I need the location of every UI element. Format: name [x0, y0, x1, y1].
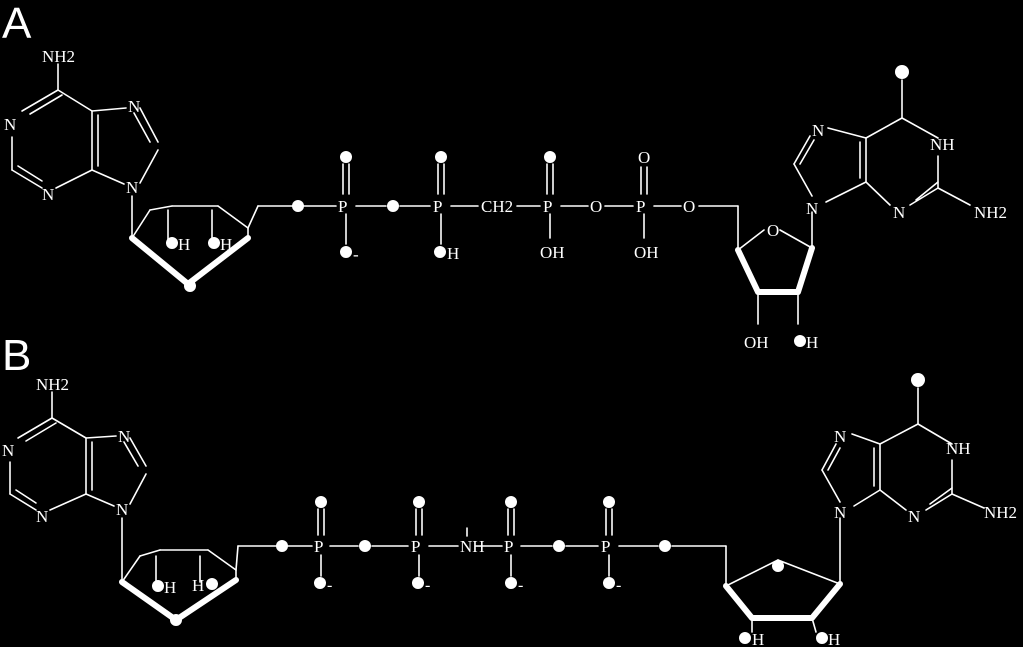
adenine-a-n3: N [42, 185, 54, 204]
phosphorus-a2: P [433, 197, 442, 216]
ribose-b1-oh1: H [164, 578, 176, 597]
imido-nitrogen: NH [460, 537, 485, 556]
ribose-b1: H H [119, 517, 277, 626]
adenine-a-n7: N [128, 97, 140, 116]
bridge-oxygen-a2: O [683, 197, 695, 216]
adenine-b-amino: NH2 [36, 375, 69, 394]
phosphate-b3-charge: - [518, 577, 523, 594]
guanine-b-n3: N [908, 507, 920, 526]
guanine-a-amino: NH2 [974, 203, 1007, 222]
phosphorus-b2: P [411, 537, 420, 556]
phosphate-a4-oxo: O [638, 148, 650, 167]
phosphate-b2-charge: - [425, 577, 430, 594]
adenine-a: NH2 N N N N [4, 47, 159, 204]
bridge-oxygen-a1: O [590, 197, 602, 216]
adenine-b-n3: N [36, 507, 48, 526]
adenine-a-amino: NH2 [42, 47, 75, 66]
adenine-a-n1: N [4, 115, 16, 134]
panel-b-label: B [2, 331, 31, 380]
phosphorus-a1: P [338, 197, 347, 216]
guanine-b-n7: N [834, 427, 846, 446]
guanine-b: N NH N N NH2 [821, 373, 1017, 526]
ribose-a1-oh1: H [178, 235, 190, 254]
ribose-b2: H H [723, 517, 843, 647]
phosphorus-b4: P [601, 537, 610, 556]
panel-a-label: A [2, 0, 32, 48]
guanine-a-n1: NH [930, 135, 955, 154]
phosphorus-a4: P [636, 197, 645, 216]
ribose-a2-oh1: OH [744, 333, 769, 352]
phosphate-a4-hydroxyl: OH [634, 243, 659, 262]
adenine-b: NH2 N N N N [2, 375, 147, 526]
ribose-a2: O OH H [735, 205, 818, 352]
guanine-b-n9: N [834, 503, 846, 522]
panel-a: A NH2 N N N N [2, 0, 1007, 352]
adenine-b-n7: N [118, 427, 130, 446]
guanine-a-n7: N [812, 121, 824, 140]
phosphorus-b3: P [504, 537, 513, 556]
phosphorus-a3: P [543, 197, 552, 216]
guanine-a-n3: N [893, 203, 905, 222]
guanine-b-n1: NH [946, 439, 971, 458]
guanine-a: N NH N N NH2 [793, 65, 1007, 222]
panel-b: B NH2 N N N N [2, 331, 1017, 647]
phosphorus-b1: P [314, 537, 323, 556]
ribose-a2-ring-oxygen: O [767, 221, 779, 240]
adenine-b-n9: N [116, 500, 128, 519]
ribose-a1: H H [129, 195, 295, 292]
ribose-a1-oh2: H [220, 235, 232, 254]
phosphate-a3-hydroxyl: OH [540, 243, 565, 262]
phosphate-chain-b: P - P - NH P [276, 496, 727, 594]
ribose-a2-oh2: H [806, 333, 818, 352]
ribose-b2-oh1: H [752, 630, 764, 647]
adenine-b-n1: N [2, 441, 14, 460]
phosphate-a1-charge: - [353, 245, 359, 264]
ribose-b2-oh2: H [828, 630, 840, 647]
guanine-b-amino: NH2 [984, 503, 1017, 522]
phosphate-a2-hydroxyl: H [447, 244, 459, 263]
guanine-a-n9: N [806, 199, 818, 218]
phosphate-b1-charge: - [327, 577, 332, 594]
adenine-a-n9: N [126, 178, 138, 197]
methylene-bridge: CH2 [481, 197, 513, 216]
phosphate-b4-charge: - [616, 577, 621, 594]
ribose-b1-oh2: H [192, 576, 204, 595]
phosphate-chain-a: P - P H CH2 P OH [292, 148, 739, 264]
